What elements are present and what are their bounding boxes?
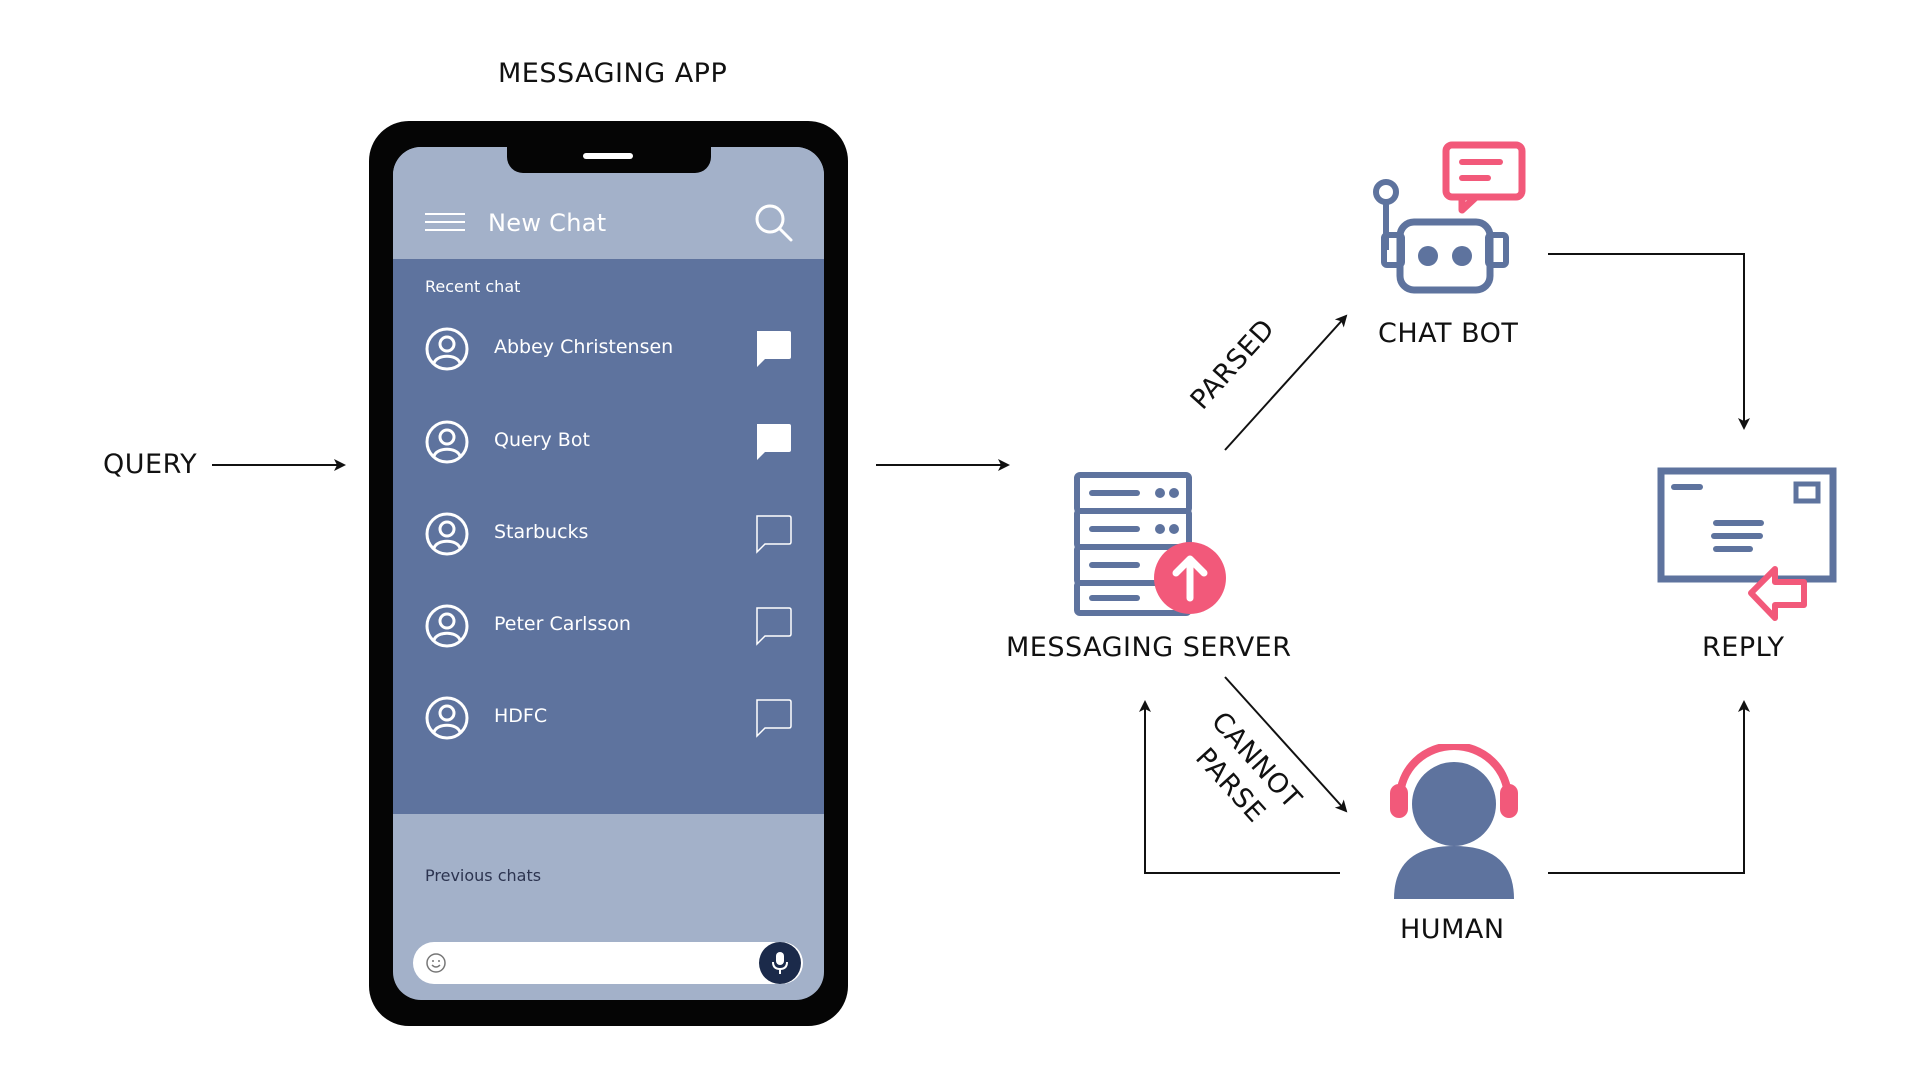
chatbot-to-reply-arrow <box>1548 253 1750 430</box>
server-icon <box>1074 472 1226 616</box>
chat-bubble-icon <box>757 331 791 367</box>
phone-mockup: New Chat Recent chat Abbey Christensen <box>369 121 848 1026</box>
chat-bubble-icon <box>756 699 792 738</box>
cannot-parse-arrow <box>1224 676 1348 813</box>
parsed-arrow <box>1224 314 1348 451</box>
reply-arrow-icon <box>1748 566 1807 621</box>
previous-chats-label: Previous chats <box>425 866 542 885</box>
chat-row[interactable]: Starbucks <box>393 499 824 569</box>
query-label: QUERY <box>103 449 198 480</box>
user-icon <box>425 604 469 648</box>
phone-notch <box>507 147 711 173</box>
menu-icon[interactable] <box>425 213 465 233</box>
robot-icon <box>1373 141 1526 294</box>
chat-bubble-icon <box>757 424 791 460</box>
envelope-icon <box>1657 467 1837 621</box>
chat-row[interactable]: Query Bot <box>393 407 824 477</box>
chat-row[interactable]: Abbey Christensen <box>393 314 824 384</box>
chat-bot-label: CHAT BOT <box>1378 318 1519 349</box>
phone-screen: New Chat Recent chat Abbey Christensen <box>393 147 824 1000</box>
search-icon[interactable] <box>753 202 795 244</box>
message-icon <box>1442 141 1526 201</box>
human-to-reply-arrow <box>1548 700 1750 874</box>
mic-button[interactable] <box>759 942 801 984</box>
chat-bubble-icon <box>756 515 792 554</box>
chat-row[interactable]: Peter Carlsson <box>393 591 824 661</box>
speaker-grill <box>583 153 633 159</box>
chat-name: Starbucks <box>494 521 589 543</box>
chat-name: HDFC <box>494 705 548 727</box>
chat-name: Abbey Christensen <box>494 336 674 358</box>
reply-label: REPLY <box>1702 632 1785 663</box>
chat-row[interactable]: HDFC <box>393 683 824 753</box>
user-icon <box>425 512 469 556</box>
chat-name: Peter Carlsson <box>494 613 631 635</box>
recent-chat-label: Recent chat <box>425 277 521 296</box>
chat-list-panel: Recent chat Abbey Christensen <box>393 259 824 814</box>
header-title: New Chat <box>488 209 607 237</box>
message-input[interactable] <box>413 942 803 984</box>
chat-name: Query Bot <box>494 429 590 451</box>
user-icon <box>425 420 469 464</box>
user-icon <box>425 327 469 371</box>
human-to-server-arrow <box>1139 700 1340 874</box>
diagram-title: MESSAGING APP <box>498 58 728 89</box>
chat-bubble-icon <box>756 607 792 646</box>
user-icon <box>425 696 469 740</box>
human-label: HUMAN <box>1400 914 1505 945</box>
headset-person-icon <box>1390 744 1518 899</box>
mic-icon <box>772 952 788 974</box>
messaging-server-label: MESSAGING SERVER <box>1006 632 1292 663</box>
emoji-icon[interactable] <box>425 952 447 974</box>
